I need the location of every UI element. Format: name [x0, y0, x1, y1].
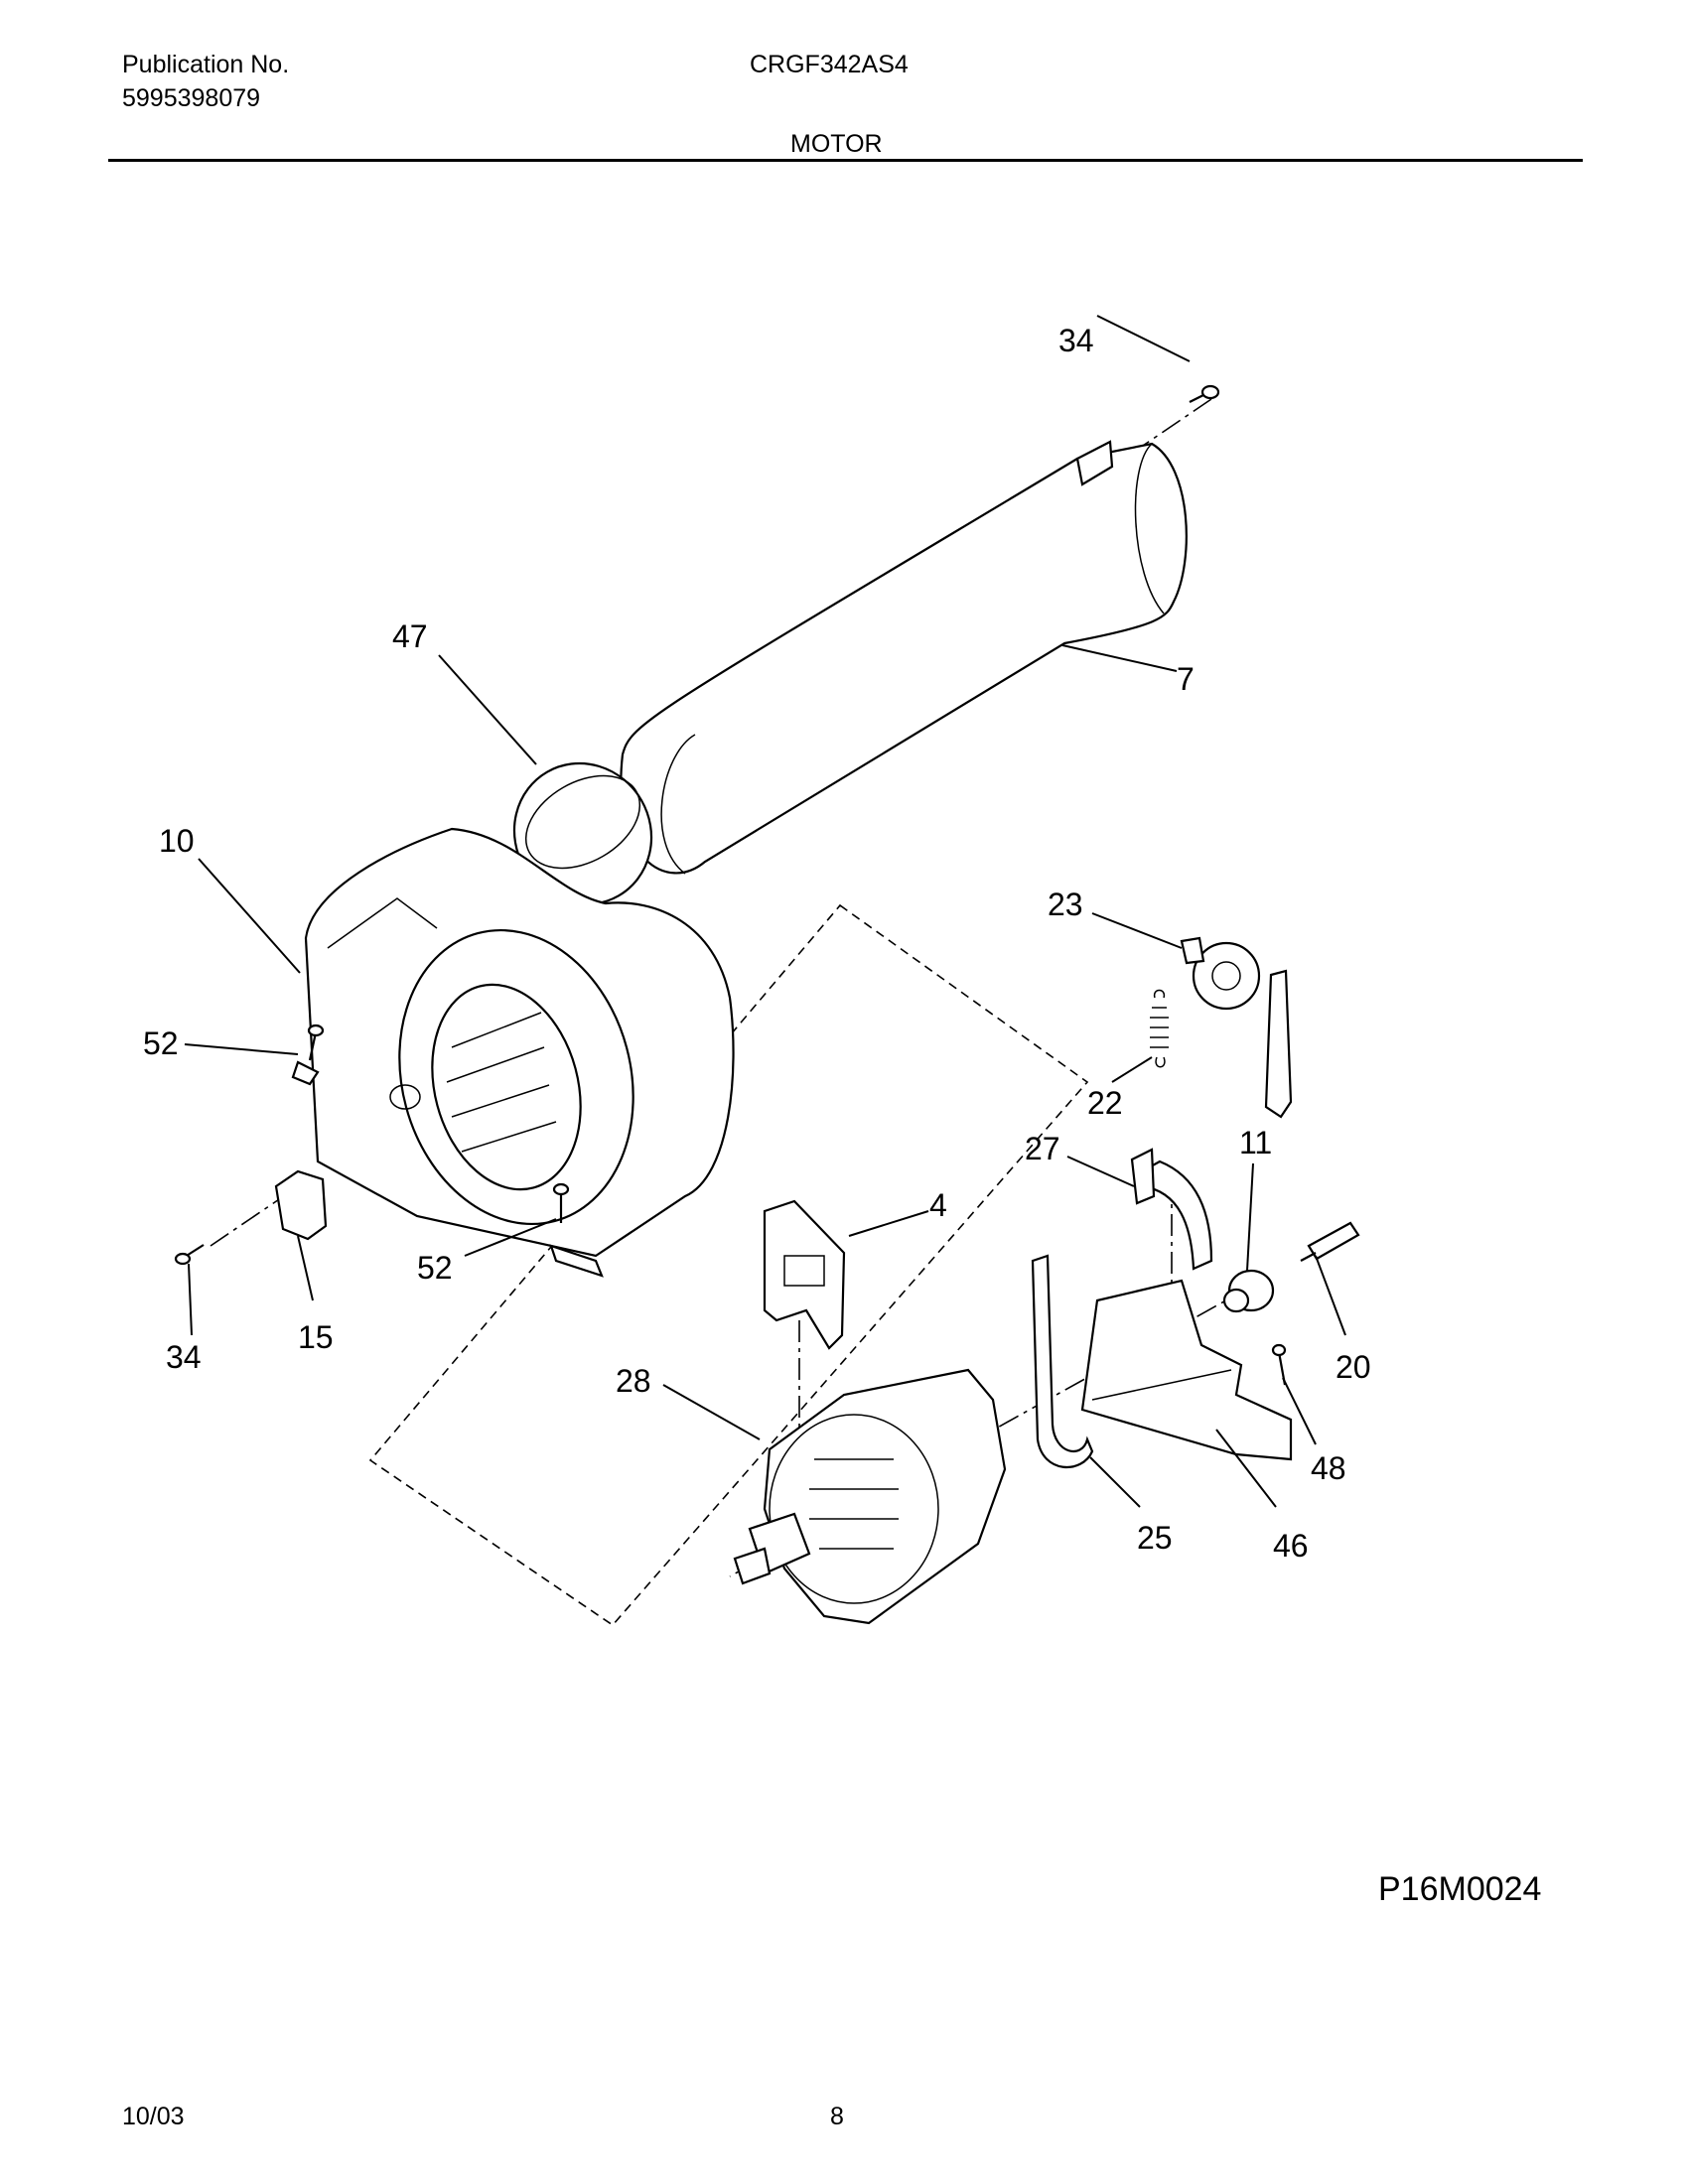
part-25-belt [1031, 1254, 1094, 1469]
model-number: CRGF342AS4 [750, 51, 909, 78]
part-10-blower-housing [291, 827, 735, 1278]
callout-15: 15 [298, 1319, 334, 1355]
part-11-bumper [1222, 1269, 1275, 1313]
callout-10: 10 [159, 823, 195, 859]
part-20-bolt [1300, 1221, 1360, 1262]
part-27-strap [1130, 1148, 1213, 1271]
callout-34-top: 34 [1058, 323, 1094, 358]
callout-23: 23 [1048, 887, 1083, 922]
publication-number: 5995398079 [122, 84, 261, 112]
part-28-motor [733, 1368, 1007, 1625]
callout-25: 25 [1137, 1520, 1173, 1556]
part-4-mount-bracket [763, 1199, 846, 1350]
leader-lines [184, 315, 1346, 1508]
page-number: 8 [830, 2103, 844, 2130]
callout-52-bottom: 52 [417, 1250, 453, 1286]
callout-48: 48 [1311, 1450, 1346, 1486]
section-title: MOTOR [790, 130, 883, 158]
callout-47: 47 [392, 618, 428, 654]
part-47-seal-ring [512, 761, 653, 906]
callout-11: 11 [1239, 1125, 1272, 1160]
part-23-idler-pulley [1180, 936, 1293, 1119]
callout-28: 28 [616, 1363, 651, 1399]
header-rule [108, 159, 1583, 162]
callout-52-left: 52 [143, 1025, 179, 1061]
footer-date: 10/03 [122, 2103, 185, 2130]
callout-20: 20 [1336, 1349, 1371, 1385]
callout-34-bottom: 34 [166, 1339, 202, 1375]
part-7-duct [620, 440, 1188, 875]
callout-4: 4 [929, 1187, 947, 1223]
part-46-bracket [1080, 1279, 1293, 1461]
part-34-screw-top [1189, 384, 1220, 403]
part-52-screw-left [307, 1024, 325, 1061]
callout-22: 22 [1087, 1085, 1123, 1121]
part-34-screw-bottom [174, 1244, 205, 1266]
part-22-spring [1150, 989, 1169, 1068]
callout-46: 46 [1273, 1528, 1309, 1564]
callout-27: 27 [1025, 1131, 1060, 1166]
diagram-reference-code: P16M0024 [1378, 1870, 1542, 1908]
part-52-screw-bottom [552, 1182, 570, 1223]
part-15-switch [274, 1169, 328, 1241]
callout-7: 7 [1177, 661, 1195, 697]
publication-label: Publication No. [122, 51, 290, 78]
